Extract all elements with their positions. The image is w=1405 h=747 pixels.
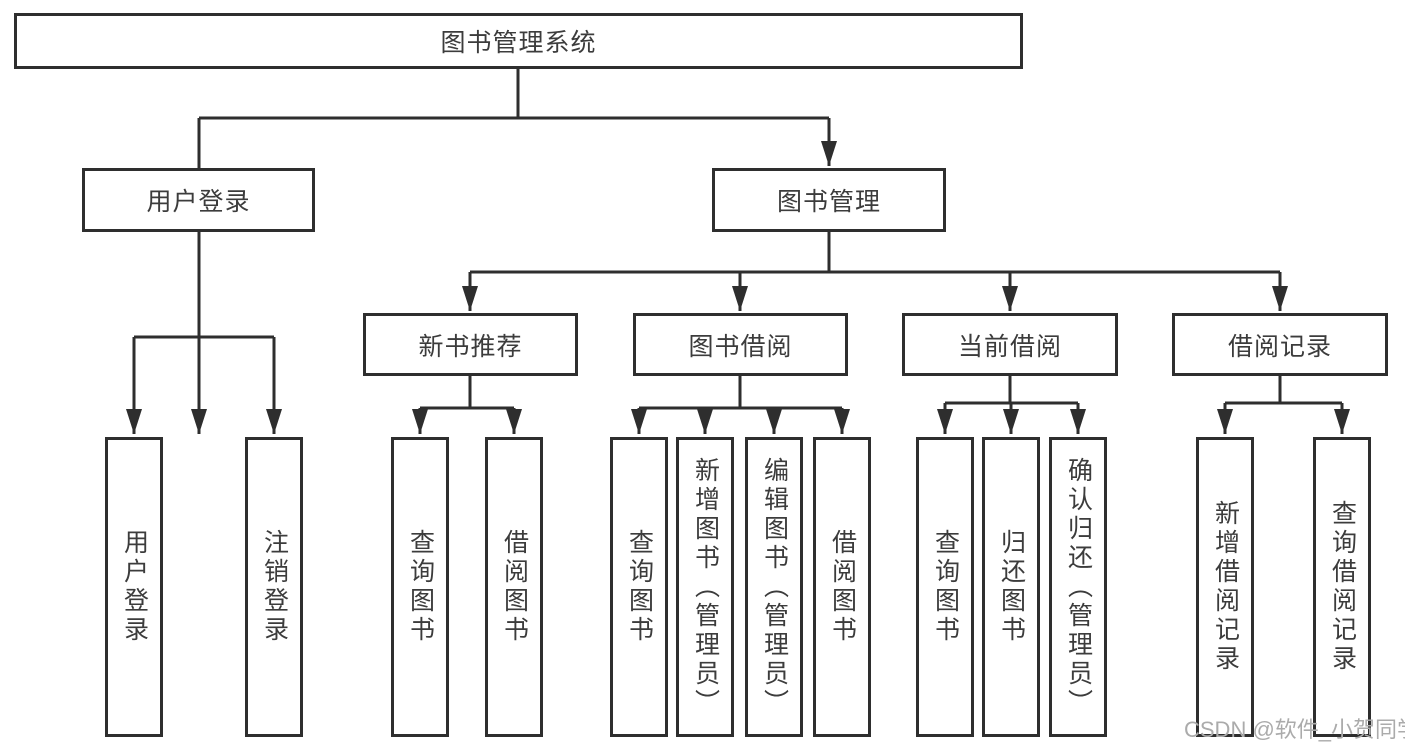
- leaf-edit-book-admin: 编辑图书（管理员）: [745, 437, 803, 737]
- leaf-label: 归还图书: [997, 529, 1026, 645]
- leaf-label: 用户登录: [120, 529, 149, 645]
- node-label: 借阅记录: [1227, 332, 1332, 361]
- connector-borrowing-records-to-leaves: [1217, 375, 1350, 434]
- node-library-management-system: 图书管理系统: [14, 13, 1023, 69]
- leaf-confirm-return-admin: 确认归还（管理员）: [1049, 437, 1107, 737]
- connector-book-management-to-level3: [462, 231, 1288, 311]
- leaf-query-books-current: 查询图书: [916, 437, 974, 737]
- leaf-label: 查询图书: [931, 529, 960, 645]
- leaf-query-books-borrowing: 查询图书: [610, 437, 668, 737]
- leaf-label: 编辑图书（管理员）: [760, 456, 789, 718]
- leaf-borrow-books-recommendation: 借阅图书: [485, 437, 543, 737]
- connector-book-borrowing-to-leaves: [631, 375, 850, 434]
- leaf-return-books: 归还图书: [982, 437, 1040, 737]
- leaf-query-books-recommendation: 查询图书: [391, 437, 449, 737]
- watermark: CSDN @软件_小贺同学: [1184, 717, 1405, 742]
- leaf-label: 查询图书: [406, 529, 435, 645]
- connector-root-to-level2: [191, 68, 837, 434]
- leaf-label: 借阅图书: [500, 529, 529, 645]
- node-user-login: 用户登录: [82, 168, 315, 232]
- node-book-borrowing: 图书借阅: [633, 313, 848, 376]
- connector-user-login-to-leaves: [126, 231, 282, 434]
- node-label: 图书借阅: [688, 332, 793, 361]
- node-label: 图书管理系统: [440, 29, 597, 57]
- leaf-logout: 注销登录: [245, 437, 303, 737]
- node-current-borrowing: 当前借阅: [902, 313, 1118, 376]
- node-label: 新书推荐: [418, 332, 523, 361]
- leaf-user-login: 用户登录: [105, 437, 163, 737]
- leaf-label: 查询借阅记录: [1328, 500, 1357, 674]
- node-new-book-recommendation: 新书推荐: [363, 313, 578, 376]
- leaf-label: 注销登录: [260, 529, 289, 645]
- leaf-label: 查询图书: [625, 529, 654, 645]
- leaf-label: 借阅图书: [828, 529, 857, 645]
- node-label: 图书管理: [776, 188, 881, 216]
- leaf-add-borrow-record: 新增借阅记录: [1196, 437, 1254, 737]
- node-label: 当前借阅: [957, 332, 1062, 361]
- connector-current-borrowing-to-leaves: [937, 375, 1086, 434]
- leaf-add-book-admin: 新增图书（管理员）: [676, 437, 734, 737]
- leaf-query-borrow-record: 查询借阅记录: [1313, 437, 1371, 737]
- leaf-borrow-books-borrowing: 借阅图书: [813, 437, 871, 737]
- node-borrowing-records: 借阅记录: [1172, 313, 1388, 376]
- leaf-label: 新增借阅记录: [1211, 500, 1240, 674]
- node-label: 用户登录: [146, 188, 251, 216]
- leaf-label: 新增图书（管理员）: [691, 456, 720, 718]
- leaf-label: 确认归还（管理员）: [1064, 456, 1093, 718]
- node-book-management: 图书管理: [712, 168, 946, 232]
- connector-new-book-recommendation-to-leaves: [412, 375, 522, 434]
